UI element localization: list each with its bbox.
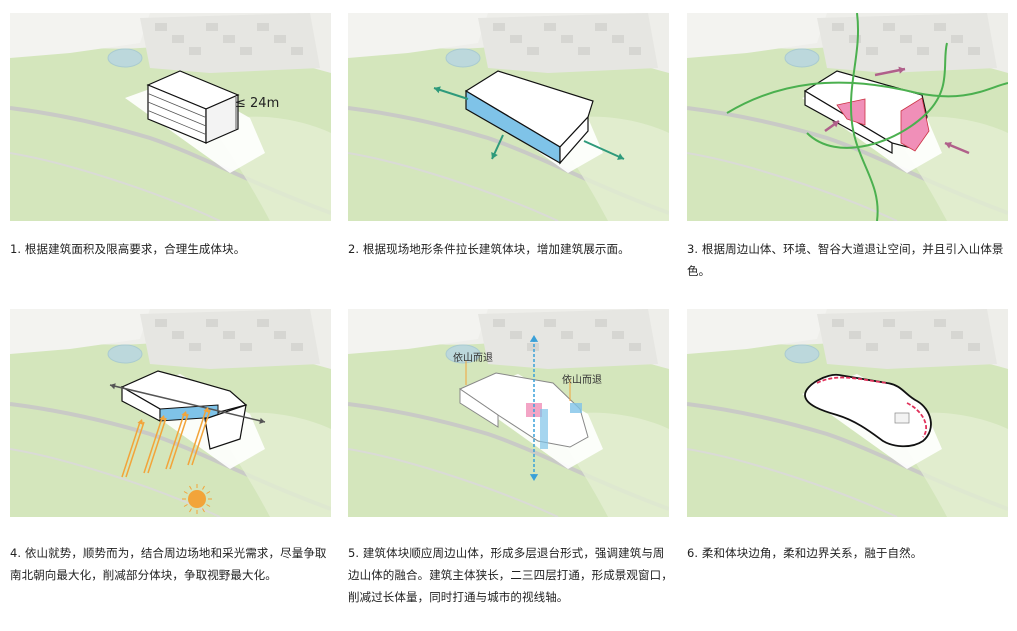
step-4-diagram [10,309,331,517]
step-4-panel [10,309,331,517]
step-3-caption: 3. 根据周边山体、环境、智谷大道退让空间，并且引入山体景色。 [687,242,1004,278]
retreat-label-right: 依山而退 [562,375,602,386]
step-6-diagram [687,309,1008,517]
step-6-caption: 6. 柔和体块边角，柔和边界关系，融于自然。 [687,546,923,560]
step-5-caption: 5. 建筑体块顺应周边山体，形成多层退台形式，强调建筑与周边山体的融合。建筑主体… [348,546,673,604]
step-1-caption: 1. 根据建筑面积及限高要求，合理生成体块。 [10,242,246,256]
step-1-diagram [10,13,331,221]
step-1-panel [10,13,331,221]
height-limit-label: ≤ 24m [235,96,280,111]
step-6-panel [687,309,1008,517]
retreat-label-left: 依山而退 [453,353,493,364]
step-5-diagram [348,309,669,517]
step-3-panel [687,13,1008,221]
step-2-caption: 2. 根据现场地形条件拉长建筑体块，增加建筑展示面。 [348,242,630,256]
step-2-diagram [348,13,669,221]
step-4-caption: 4. 依山就势，顺势而为，结合周边场地和采光需求，尽量争取南北朝向最大化，削减部… [10,546,327,582]
step-5-panel [348,309,669,517]
step-3-diagram [687,13,1008,221]
step-2-panel [348,13,669,221]
